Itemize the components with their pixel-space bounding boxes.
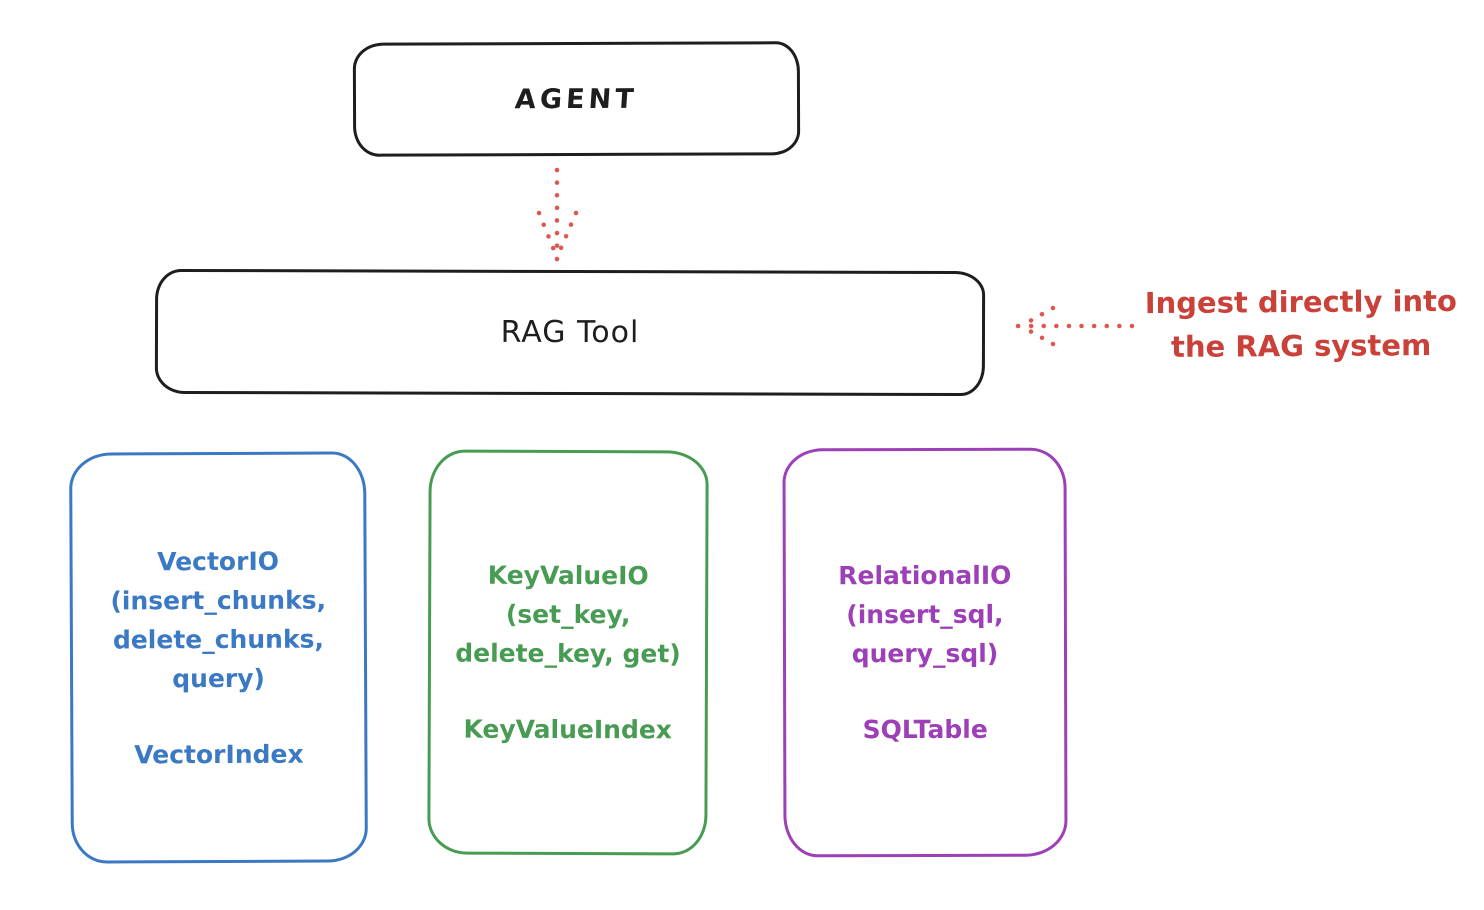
ingest-annotation-line1: Ingest directly into: [1144, 283, 1458, 321]
vector-index-label: VectorIndex: [134, 739, 304, 769]
vector-io-title: VectorIO: [157, 546, 280, 576]
vector-io-box: VectorIO (insert_chunks, delete_chunks, …: [69, 451, 368, 864]
ingest-annotation: Ingest directly into the RAG system: [1125, 279, 1478, 369]
keyvalue-io-methods-line2: delete_key, get): [455, 638, 681, 669]
sql-table-label: SQLTable: [862, 714, 988, 745]
relational-io-methods-line1: (insert_sql,: [846, 599, 1004, 630]
arrow-left-dotted-icon: [1015, 305, 1135, 347]
agent-box: AGENT: [352, 41, 801, 157]
arrow-down-dotted-icon: [536, 167, 579, 262]
keyvalue-io-box: KeyValueIO (set_key, delete_key, get) Ke…: [427, 449, 709, 856]
rag-tool-box: RAG Tool: [154, 268, 986, 397]
vector-io-methods-line3: query): [172, 663, 265, 693]
agent-label: AGENT: [514, 83, 639, 115]
keyvalue-index-label: KeyValueIndex: [463, 714, 672, 745]
ingest-annotation-line2: the RAG system: [1170, 328, 1432, 364]
rag-tool-label: RAG Tool: [500, 314, 640, 351]
vector-io-methods-line1: (insert_chunks,: [110, 585, 327, 615]
relational-io-title: RelationalIO: [838, 560, 1012, 591]
relational-io-box: RelationalIO (insert_sql, query_sql) SQL…: [782, 447, 1068, 858]
relational-io-methods-line2: query_sql): [851, 638, 999, 669]
vector-io-methods-line2: delete_chunks,: [112, 624, 324, 654]
keyvalue-io-title: KeyValueIO: [487, 560, 649, 591]
keyvalue-io-methods-line1: (set_key,: [505, 599, 631, 630]
